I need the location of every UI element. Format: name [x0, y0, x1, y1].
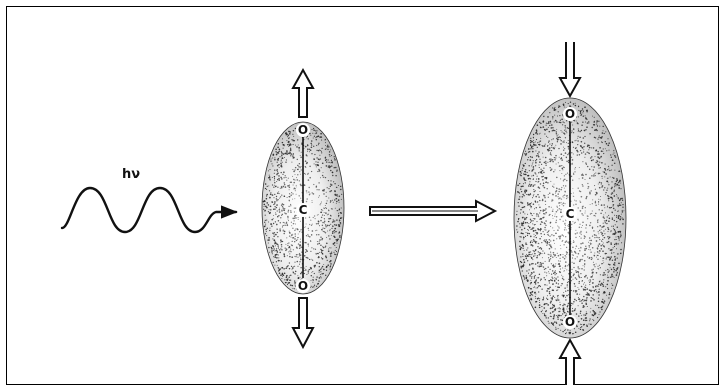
arrow-down-inward: [560, 42, 580, 96]
photon-label: hν: [122, 167, 140, 182]
arrow-up-outward: [293, 70, 313, 117]
arrow-up-inward: [560, 340, 580, 385]
molecule-before-carbon: C: [299, 203, 308, 217]
molecule-before: O C O: [262, 122, 344, 294]
molecule-after: O C O: [514, 98, 626, 338]
photon-wave: [62, 188, 236, 232]
molecule-after-bottom-oxygen: O: [565, 315, 575, 329]
molecule-before-bottom-oxygen: O: [298, 279, 308, 293]
arrow-down-outward: [293, 298, 313, 347]
molecule-before-top-oxygen: O: [298, 123, 308, 137]
molecule-after-top-oxygen: O: [565, 107, 575, 121]
molecule-after-carbon: C: [566, 207, 575, 221]
